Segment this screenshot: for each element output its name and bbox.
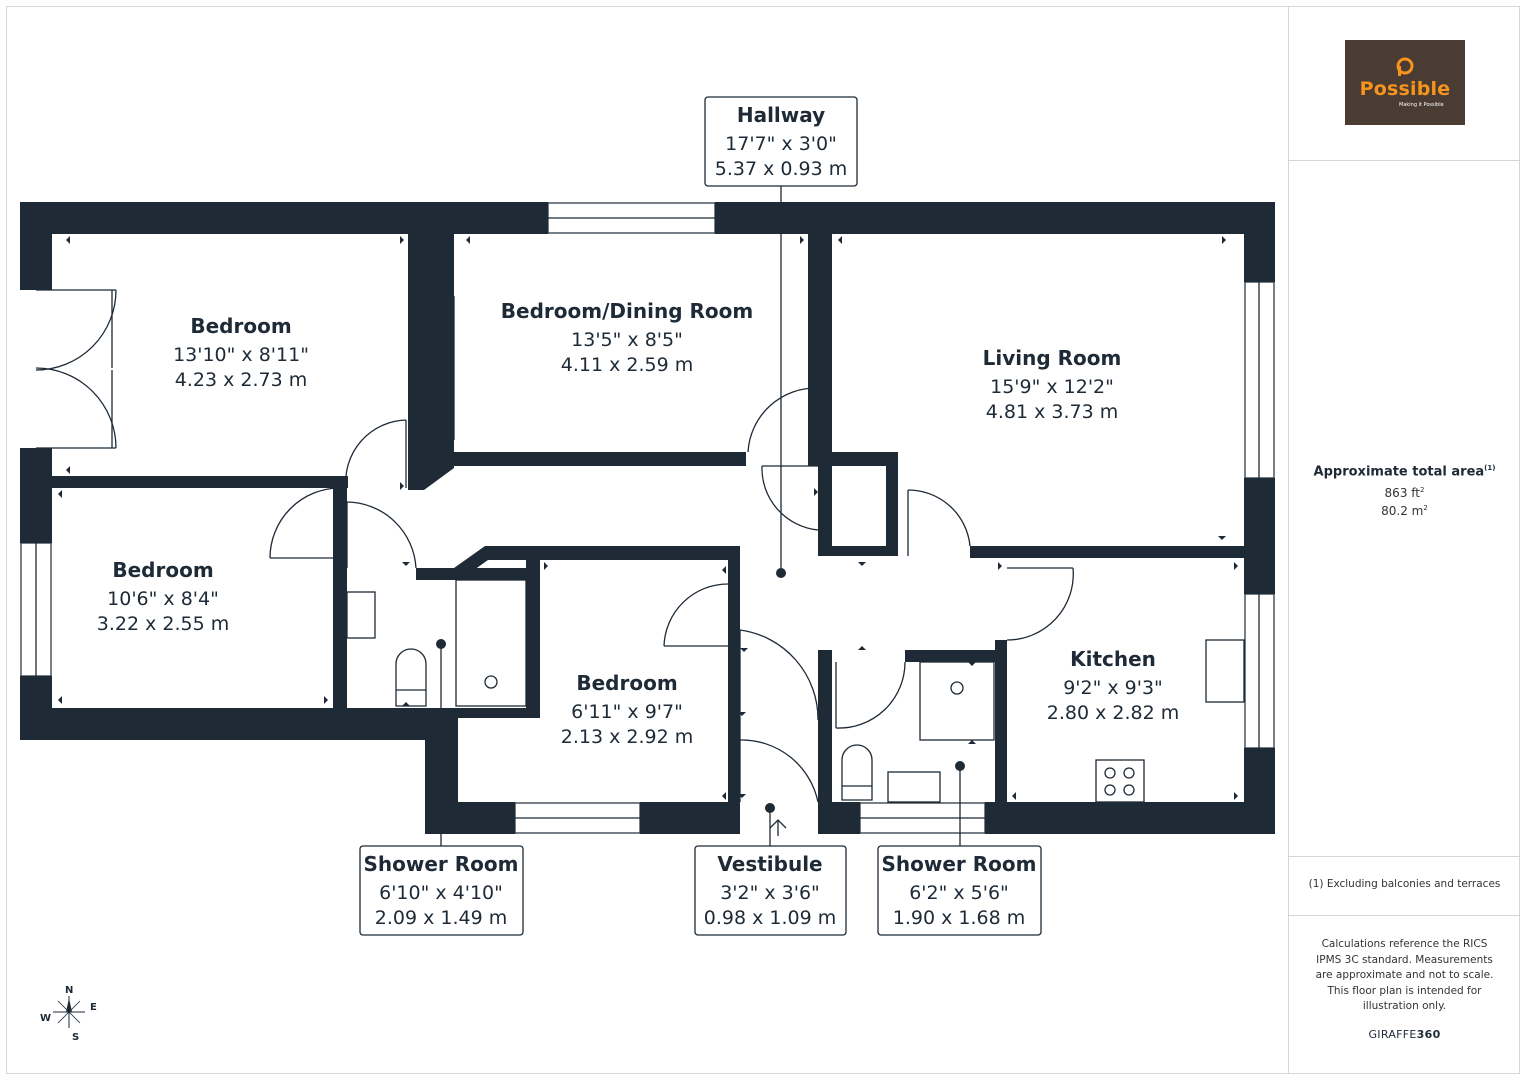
room-metric: 3.22 x 2.55 m [97, 613, 229, 635]
compass-n: N [65, 985, 73, 996]
windows [20, 202, 1275, 834]
compass-e: E [90, 1002, 97, 1013]
area-note-ref: (1) [1484, 464, 1496, 472]
logo-p-icon [1396, 57, 1414, 76]
room-name: Kitchen [1070, 647, 1156, 671]
callout-metric: 2.09 x 1.49 m [375, 907, 507, 929]
compass-rose: N E S W [40, 985, 97, 1043]
area-title: Approximate total area(1) [1289, 464, 1520, 479]
logo-tagline: Making it Possible [1399, 102, 1444, 108]
room-name: Bedroom [112, 558, 213, 582]
area-sqm-value: 80.2 m [1381, 504, 1424, 519]
callout-hallway: Hallway 17'7" x 3'0" 5.37 x 0.93 m [704, 96, 858, 187]
footnote: (1) Excluding balconies and terraces [1308, 878, 1501, 890]
agency-logo: Possible Making it Possible [1345, 40, 1465, 125]
callout-imperial: 17'7" x 3'0" [725, 133, 837, 155]
callout-name: Shower Room [364, 852, 519, 876]
callout-imperial: 3'2" x 3'6" [720, 882, 820, 904]
callout-name: Shower Room [882, 852, 1037, 876]
compass-s: S [72, 1032, 79, 1043]
room-bedroom-2: Bedroom 10'6" x 8'4" 3.22 x 2.55 m [97, 558, 229, 635]
unit-power: 2 [1419, 486, 1425, 495]
logo-name: Possible [1359, 78, 1451, 100]
room-metric: 2.13 x 2.92 m [561, 726, 693, 748]
callout-imperial: 6'2" x 5'6" [909, 882, 1009, 904]
floor-plan: Bedroom 13'10" x 8'11" 4.23 x 2.73 m Bed… [20, 96, 1275, 1043]
fixtures [346, 579, 1245, 803]
brand-bold: 360 [1416, 1028, 1441, 1041]
room-metric: 2.80 x 2.82 m [1047, 702, 1179, 724]
room-imperial: 6'11" x 9'7" [571, 701, 683, 723]
divider [1289, 160, 1520, 161]
divider [1289, 856, 1520, 857]
info-sidebar: Possible Making it Possible Approximate … [1288, 6, 1520, 1074]
room-imperial: 10'6" x 8'4" [107, 588, 219, 610]
callout-name: Vestibule [717, 852, 822, 876]
doors [35, 289, 1074, 803]
divider [1289, 915, 1520, 916]
callout-metric: 5.37 x 0.93 m [715, 158, 847, 180]
leader-lines [436, 186, 965, 846]
room-name: Bedroom [576, 671, 677, 695]
brand-light: GIRAFFE [1368, 1028, 1417, 1041]
room-bedroom-1: Bedroom 13'10" x 8'11" 4.23 x 2.73 m [173, 314, 309, 391]
room-imperial: 13'10" x 8'11" [173, 344, 309, 366]
area-sqft: 863 ft2 [1289, 486, 1520, 500]
callout-imperial: 6'10" x 4'10" [379, 882, 503, 904]
room-living-room: Living Room 15'9" x 12'2" 4.81 x 3.73 m [983, 346, 1122, 423]
unit-power: 2 [1423, 504, 1428, 513]
disclaimer: Calculations reference the RICS IPMS 3C … [1315, 938, 1494, 1012]
walls [20, 202, 1275, 834]
room-kitchen: Kitchen 9'2" x 9'3" 2.80 x 2.82 m [1047, 647, 1179, 724]
room-name: Bedroom/Dining Room [501, 299, 753, 323]
room-metric: 4.23 x 2.73 m [175, 369, 307, 391]
room-imperial: 15'9" x 12'2" [990, 376, 1114, 398]
callout-vestibule: Vestibule 3'2" x 3'6" 0.98 x 1.09 m [694, 845, 847, 936]
dimension-markers [58, 236, 1238, 800]
giraffe360-brand: GIRAFFE360 [1289, 1028, 1520, 1041]
total-area: Approximate total area(1) 863 ft2 80.2 m… [1289, 464, 1520, 518]
callout-metric: 0.98 x 1.09 m [704, 907, 836, 929]
callout-shower-room-2: Shower Room 6'2" x 5'6" 1.90 x 1.68 m [877, 845, 1042, 936]
room-metric: 4.81 x 3.73 m [986, 401, 1118, 423]
area-sqm: 80.2 m2 [1289, 504, 1520, 518]
area-sqft-value: 863 ft [1384, 486, 1420, 501]
callout-name: Hallway [737, 103, 825, 127]
compass-w: W [40, 1013, 51, 1024]
room-metric: 4.11 x 2.59 m [561, 354, 693, 376]
callout-shower-room-1: Shower Room 6'10" x 4'10" 2.09 x 1.49 m [359, 845, 524, 936]
area-title-text: Approximate total area [1313, 464, 1485, 480]
room-bedroom-dining: Bedroom/Dining Room 13'5" x 8'5" 4.11 x … [501, 299, 753, 376]
room-name: Living Room [983, 346, 1122, 370]
room-imperial: 13'5" x 8'5" [571, 329, 683, 351]
room-name: Bedroom [190, 314, 291, 338]
room-bedroom-3: Bedroom 6'11" x 9'7" 2.13 x 2.92 m [561, 671, 693, 748]
callout-metric: 1.90 x 1.68 m [893, 907, 1025, 929]
room-imperial: 9'2" x 9'3" [1063, 677, 1163, 699]
page-frame [6, 6, 1520, 1074]
